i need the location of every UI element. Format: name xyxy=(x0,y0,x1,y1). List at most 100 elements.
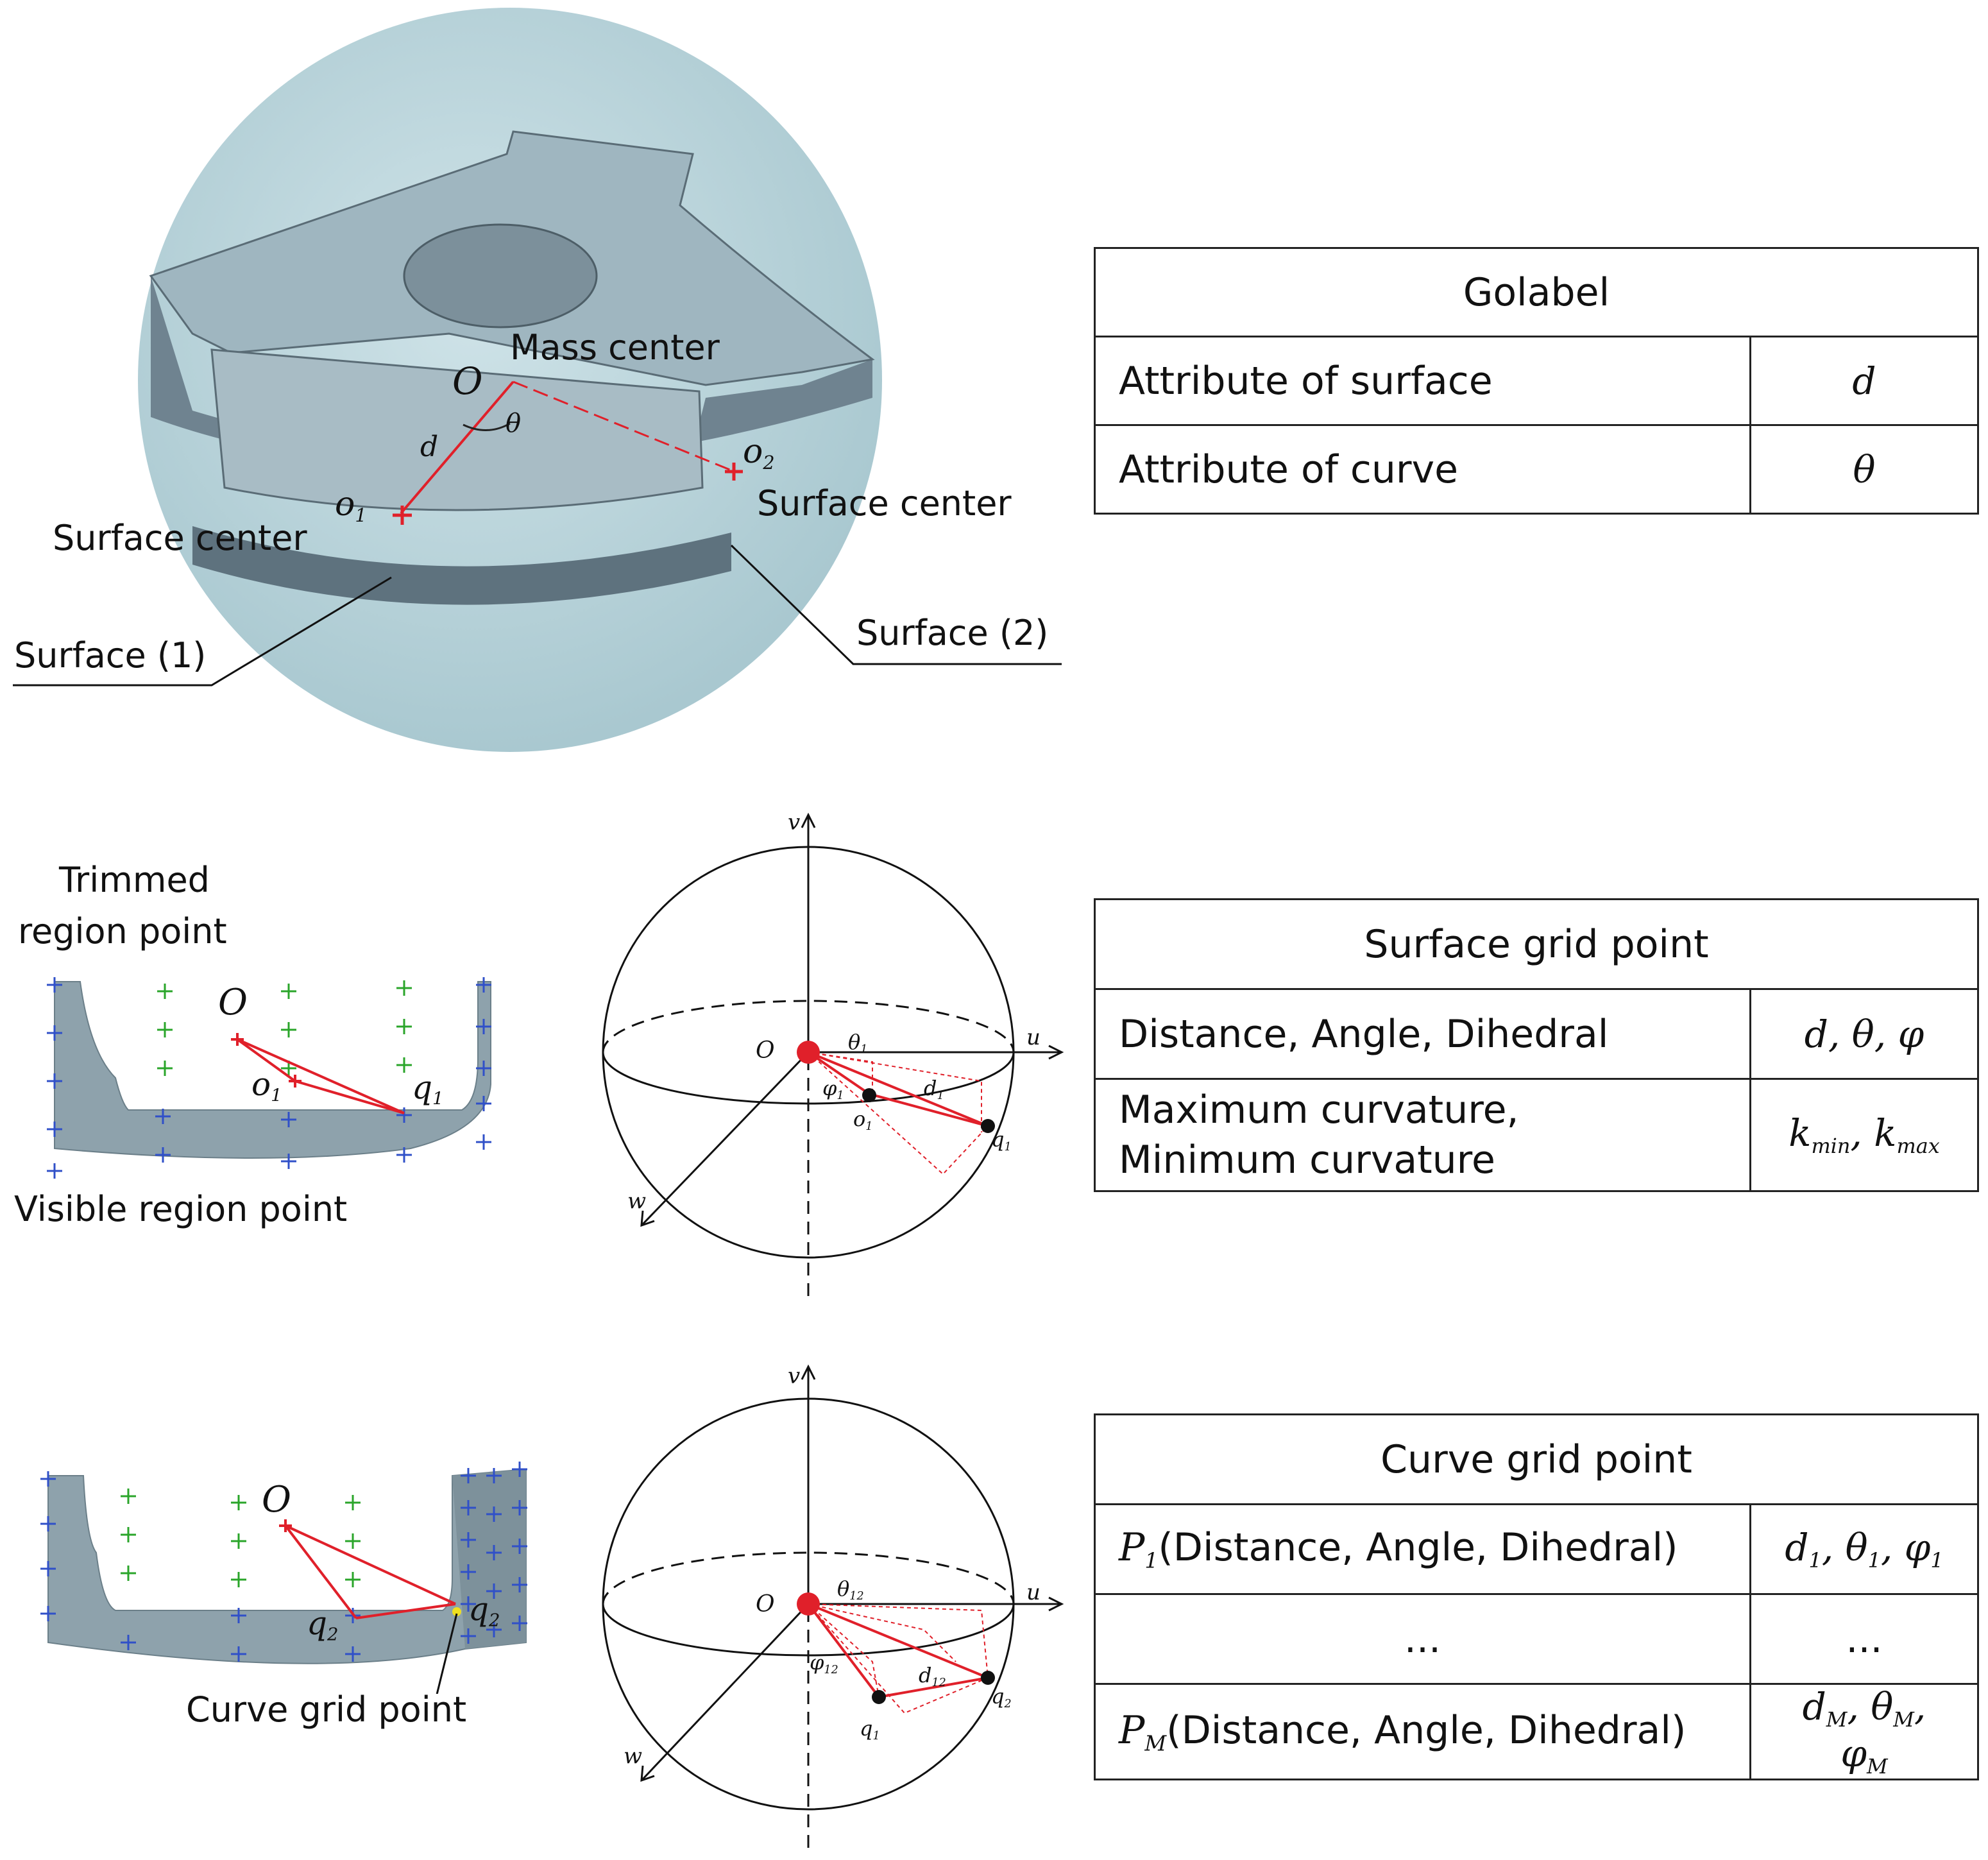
vector-O-q2-surface xyxy=(284,1524,357,1619)
theta1-letter: θ xyxy=(1845,1525,1868,1569)
w-arrow xyxy=(640,1210,655,1227)
P1-letter: P xyxy=(1119,1525,1145,1571)
curvature-line1: Maximum curvature, xyxy=(1119,1088,1519,1132)
surface-center-right-label: Surface center xyxy=(757,483,1012,524)
dihedral-plane-3 xyxy=(808,1052,873,1094)
vector-O-q2 xyxy=(808,1603,989,1679)
origin-label: O xyxy=(452,359,483,403)
q2b-label-bottom: q2 xyxy=(468,1593,500,1630)
phiM-sub: M xyxy=(1866,1754,1888,1779)
curve-row-1-label: P1(Distance, Angle, Dihedral) xyxy=(1094,1503,1751,1595)
vector-O-o2 xyxy=(513,380,735,473)
vector-O-o1 xyxy=(400,380,514,515)
golabel-row-surface-symbol: d xyxy=(1749,336,1979,426)
o1-marker xyxy=(289,1075,302,1088)
d1-sub: 1 xyxy=(937,1089,944,1103)
w-label-bottom: w xyxy=(624,1743,643,1769)
phi1-letter: φ xyxy=(822,1076,837,1100)
origin-point xyxy=(797,1592,820,1616)
curve-row-M-label: PM(Distance, Angle, Dihedral) xyxy=(1094,1682,1751,1781)
origin-marker-bottom xyxy=(279,1519,292,1532)
center-hole xyxy=(403,223,598,328)
q2b-letter: q xyxy=(468,1591,489,1628)
top-figure xyxy=(0,0,1091,770)
theta-label: θ xyxy=(505,409,522,438)
d1-letter: d xyxy=(1785,1525,1809,1569)
vector-O-q2-curve xyxy=(285,1524,456,1605)
vector-q2-q2 xyxy=(355,1603,456,1619)
o1-point xyxy=(862,1088,876,1102)
d1-label: d1 xyxy=(924,1078,944,1102)
o1-label-sphere: o1 xyxy=(853,1109,872,1133)
o1-sub: 1 xyxy=(355,504,367,526)
dihedral-plane-1 xyxy=(808,1052,982,1132)
phi12-label: φ12 xyxy=(810,1652,838,1677)
thetaM-sub: M xyxy=(1893,1707,1914,1732)
O-label-mid-sphere: O xyxy=(756,1037,775,1064)
o1-label: o1 xyxy=(335,488,367,525)
phi1-label: φ1 xyxy=(822,1078,844,1102)
q1-letter: q xyxy=(991,1127,1005,1152)
w-arrow xyxy=(640,1765,655,1782)
golabel-row-surface-label: Attribute of surface xyxy=(1094,336,1751,426)
trimmed-label-line2: region point xyxy=(18,911,227,951)
theta12-label: θ12 xyxy=(837,1578,864,1603)
bottom-sphere xyxy=(565,1354,1091,1854)
theta12-sub: 12 xyxy=(849,1590,864,1603)
w-axis xyxy=(640,1051,810,1227)
o1-marker xyxy=(393,506,412,525)
phi12-sub: 12 xyxy=(824,1664,838,1677)
q1-letter: q xyxy=(860,1716,873,1741)
bottom-left-figure xyxy=(0,1450,577,1698)
d1-sub: 1 xyxy=(1808,1548,1822,1573)
o1-letter: o xyxy=(251,1066,271,1103)
q2-sub: 2 xyxy=(327,1624,339,1645)
dihedral-plane-2 xyxy=(808,1603,956,1662)
theta1-letter: θ xyxy=(848,1030,861,1054)
dihedral-plane-1 xyxy=(808,1603,989,1678)
curve-grid-table: Curve grid point P1(Distance, Angle, Dih… xyxy=(1094,1413,1979,1781)
trimmed-points xyxy=(157,980,412,1076)
q1-sub: 1 xyxy=(432,1088,444,1109)
PM-text: (Distance, Angle, Dihedral) xyxy=(1166,1707,1686,1753)
curve-grid-label: Curve grid point xyxy=(186,1689,467,1730)
vector-q1-q2 xyxy=(878,1677,989,1698)
theta12-letter: θ xyxy=(837,1576,850,1601)
surface-row-1-label: Distance, Angle, Dihedral xyxy=(1094,988,1751,1080)
o2-letter: o xyxy=(743,432,763,471)
surface-sphere-coordinate-diagram xyxy=(602,812,1064,1296)
surface-2-label: Surface (2) xyxy=(856,613,1049,653)
q2b-sub: 2 xyxy=(489,1610,500,1631)
part-pocket xyxy=(210,348,704,511)
o1-letter: o xyxy=(335,485,355,524)
phi1-sub: 1 xyxy=(1930,1548,1944,1573)
phi12-letter: φ xyxy=(810,1650,824,1675)
trimmed-points-bottom xyxy=(121,1489,361,1587)
vector-O-o1 xyxy=(807,1051,871,1095)
angle-arc xyxy=(463,422,511,431)
origin-point xyxy=(797,1041,820,1064)
o1-sub: 1 xyxy=(865,1120,873,1134)
u-arrow xyxy=(1048,1045,1064,1060)
q2-sub: 2 xyxy=(1004,1698,1012,1711)
vector-O-o1 xyxy=(236,1038,296,1082)
visible-points-bottom xyxy=(40,1462,527,1662)
curve-grid-illustration xyxy=(40,1462,527,1698)
o2-sub: 2 xyxy=(763,452,775,474)
d1-letter: d xyxy=(924,1076,937,1100)
q2-label-bottom: q2 xyxy=(307,1607,339,1644)
middle-sphere xyxy=(565,799,1091,1306)
golabel-header: Golabel xyxy=(1094,247,1979,337)
kmax-sub: max xyxy=(1896,1134,1940,1159)
phi1-sub: 1 xyxy=(837,1089,844,1103)
q1-point xyxy=(872,1690,886,1704)
surface-1-label: Surface (1) xyxy=(14,635,207,676)
golabel-row-curve-label: Attribute of curve xyxy=(1094,424,1751,515)
q2-letter: q xyxy=(991,1684,1005,1709)
vector-O-q1 xyxy=(237,1038,405,1114)
kmin-letter: k xyxy=(1788,1111,1812,1156)
d12-letter: d xyxy=(919,1663,932,1687)
surface-row-2-symbol: kmin, kmax xyxy=(1749,1078,1979,1192)
v-label-bottom: v xyxy=(788,1363,801,1389)
vector-o1-q1 xyxy=(869,1093,989,1127)
